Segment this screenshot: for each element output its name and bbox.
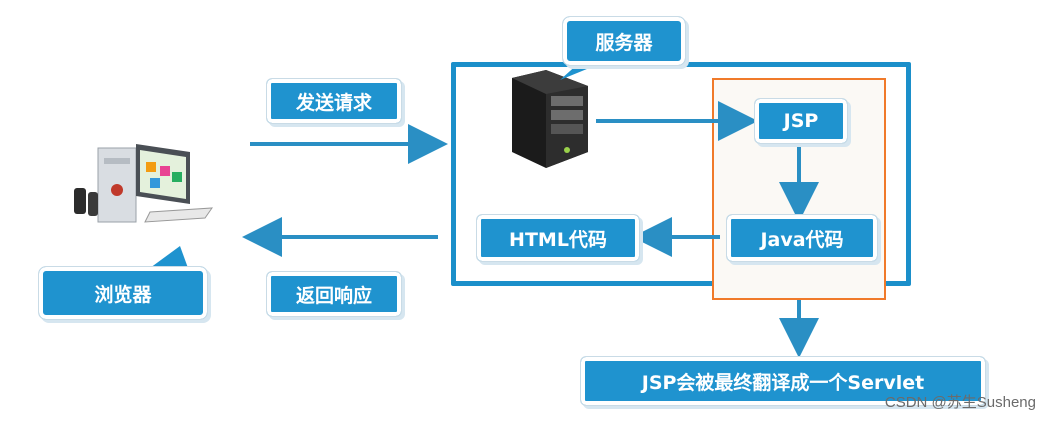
server-icon — [512, 70, 588, 168]
computer-icon — [74, 144, 214, 223]
return-response-label: 返回响应 — [266, 271, 402, 317]
browser-label: 浏览器 — [38, 266, 208, 320]
servlet-note: JSP会被最终翻译成一个Servlet — [580, 356, 986, 406]
browser-callout-pointer — [150, 246, 188, 268]
jsp-node: JSP — [754, 98, 848, 144]
server-label: 服务器 — [562, 16, 686, 66]
html-code-node: HTML代码 — [476, 214, 640, 262]
java-code-node: Java代码 — [726, 214, 878, 262]
server-callout-pointer — [560, 62, 604, 80]
send-request-label: 发送请求 — [266, 78, 402, 124]
watermark: CSDN @苏生Susheng — [884, 394, 1036, 411]
